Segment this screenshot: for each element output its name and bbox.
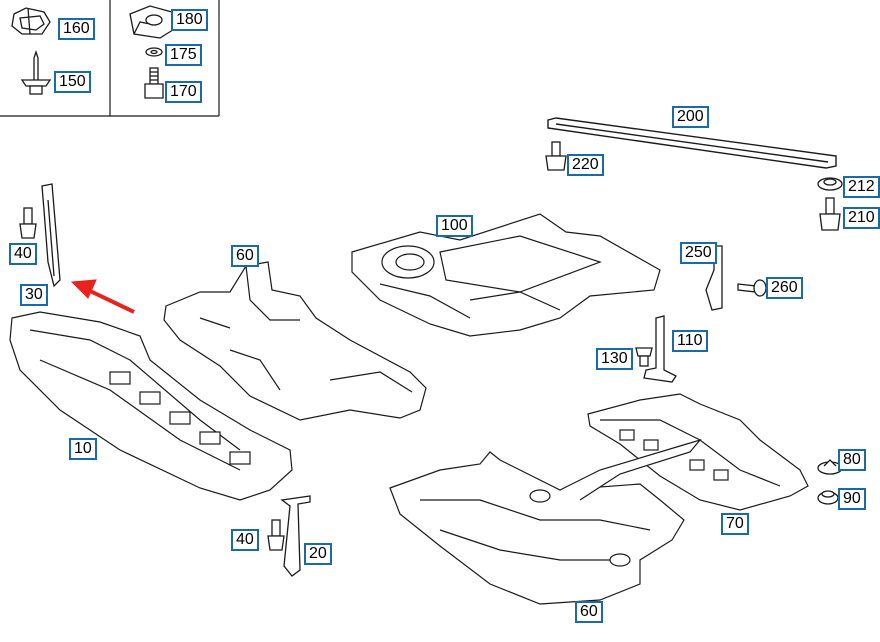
- screw-150-drawing: [20, 49, 52, 95]
- part-label-200: 200: [672, 106, 709, 128]
- part-label-180: 180: [171, 9, 208, 31]
- bracket-20-drawing: [280, 495, 311, 577]
- inset-frame: [0, 0, 220, 117]
- part-label-40-lower: 40: [231, 529, 259, 551]
- part-label-260: 260: [766, 277, 803, 299]
- part-label-175: 175: [165, 44, 202, 66]
- bolt-170-drawing: [144, 67, 164, 99]
- part-label-60-lower: 60: [575, 601, 603, 623]
- part-label-130: 130: [596, 348, 633, 370]
- part-label-150: 150: [54, 71, 91, 93]
- washer-212-drawing: [817, 177, 843, 191]
- clip-160-drawing: [11, 7, 51, 35]
- bracket-250-drawing: [705, 245, 723, 311]
- bracket-110-drawing: [643, 315, 677, 383]
- part-label-170: 170: [165, 81, 202, 103]
- bolt-40-upper-drawing: [19, 207, 37, 239]
- bolt-210-drawing: [819, 197, 841, 231]
- clip-130-drawing: [635, 347, 653, 367]
- bolt-220-drawing: [545, 141, 567, 171]
- part-label-110: 110: [672, 330, 708, 352]
- part-label-210: 210: [843, 207, 880, 229]
- part-label-30: 30: [20, 284, 48, 306]
- part-label-80: 80: [838, 449, 866, 471]
- washer-175-drawing: [145, 47, 163, 57]
- clip-80-drawing: [817, 459, 843, 475]
- panel-60-lower-drawing: [389, 438, 702, 605]
- part-label-10: 10: [69, 438, 97, 460]
- part-label-20: 20: [304, 543, 332, 565]
- part-label-90: 90: [838, 488, 866, 510]
- part-label-100: 100: [436, 215, 473, 237]
- part-label-60-upper: 60: [231, 245, 259, 267]
- screw-260-drawing: [737, 279, 767, 297]
- panel-100-drawing: [351, 213, 661, 337]
- part-label-70: 70: [721, 513, 749, 535]
- bracket-30-drawing: [41, 183, 61, 288]
- red-arrow: [70, 279, 135, 314]
- part-label-160: 160: [58, 18, 95, 40]
- panel-10-drawing: [9, 311, 293, 501]
- nut-90-drawing: [817, 490, 839, 505]
- clipnut-180-drawing: [129, 5, 177, 39]
- strut-200-drawing: [547, 117, 837, 169]
- part-label-250: 250: [680, 242, 717, 264]
- panel-60-upper-drawing: [163, 261, 427, 421]
- part-label-220: 220: [567, 154, 604, 176]
- part-label-40-upper: 40: [9, 243, 37, 265]
- bolt-40-lower-drawing: [267, 519, 285, 551]
- part-label-212: 212: [843, 176, 880, 198]
